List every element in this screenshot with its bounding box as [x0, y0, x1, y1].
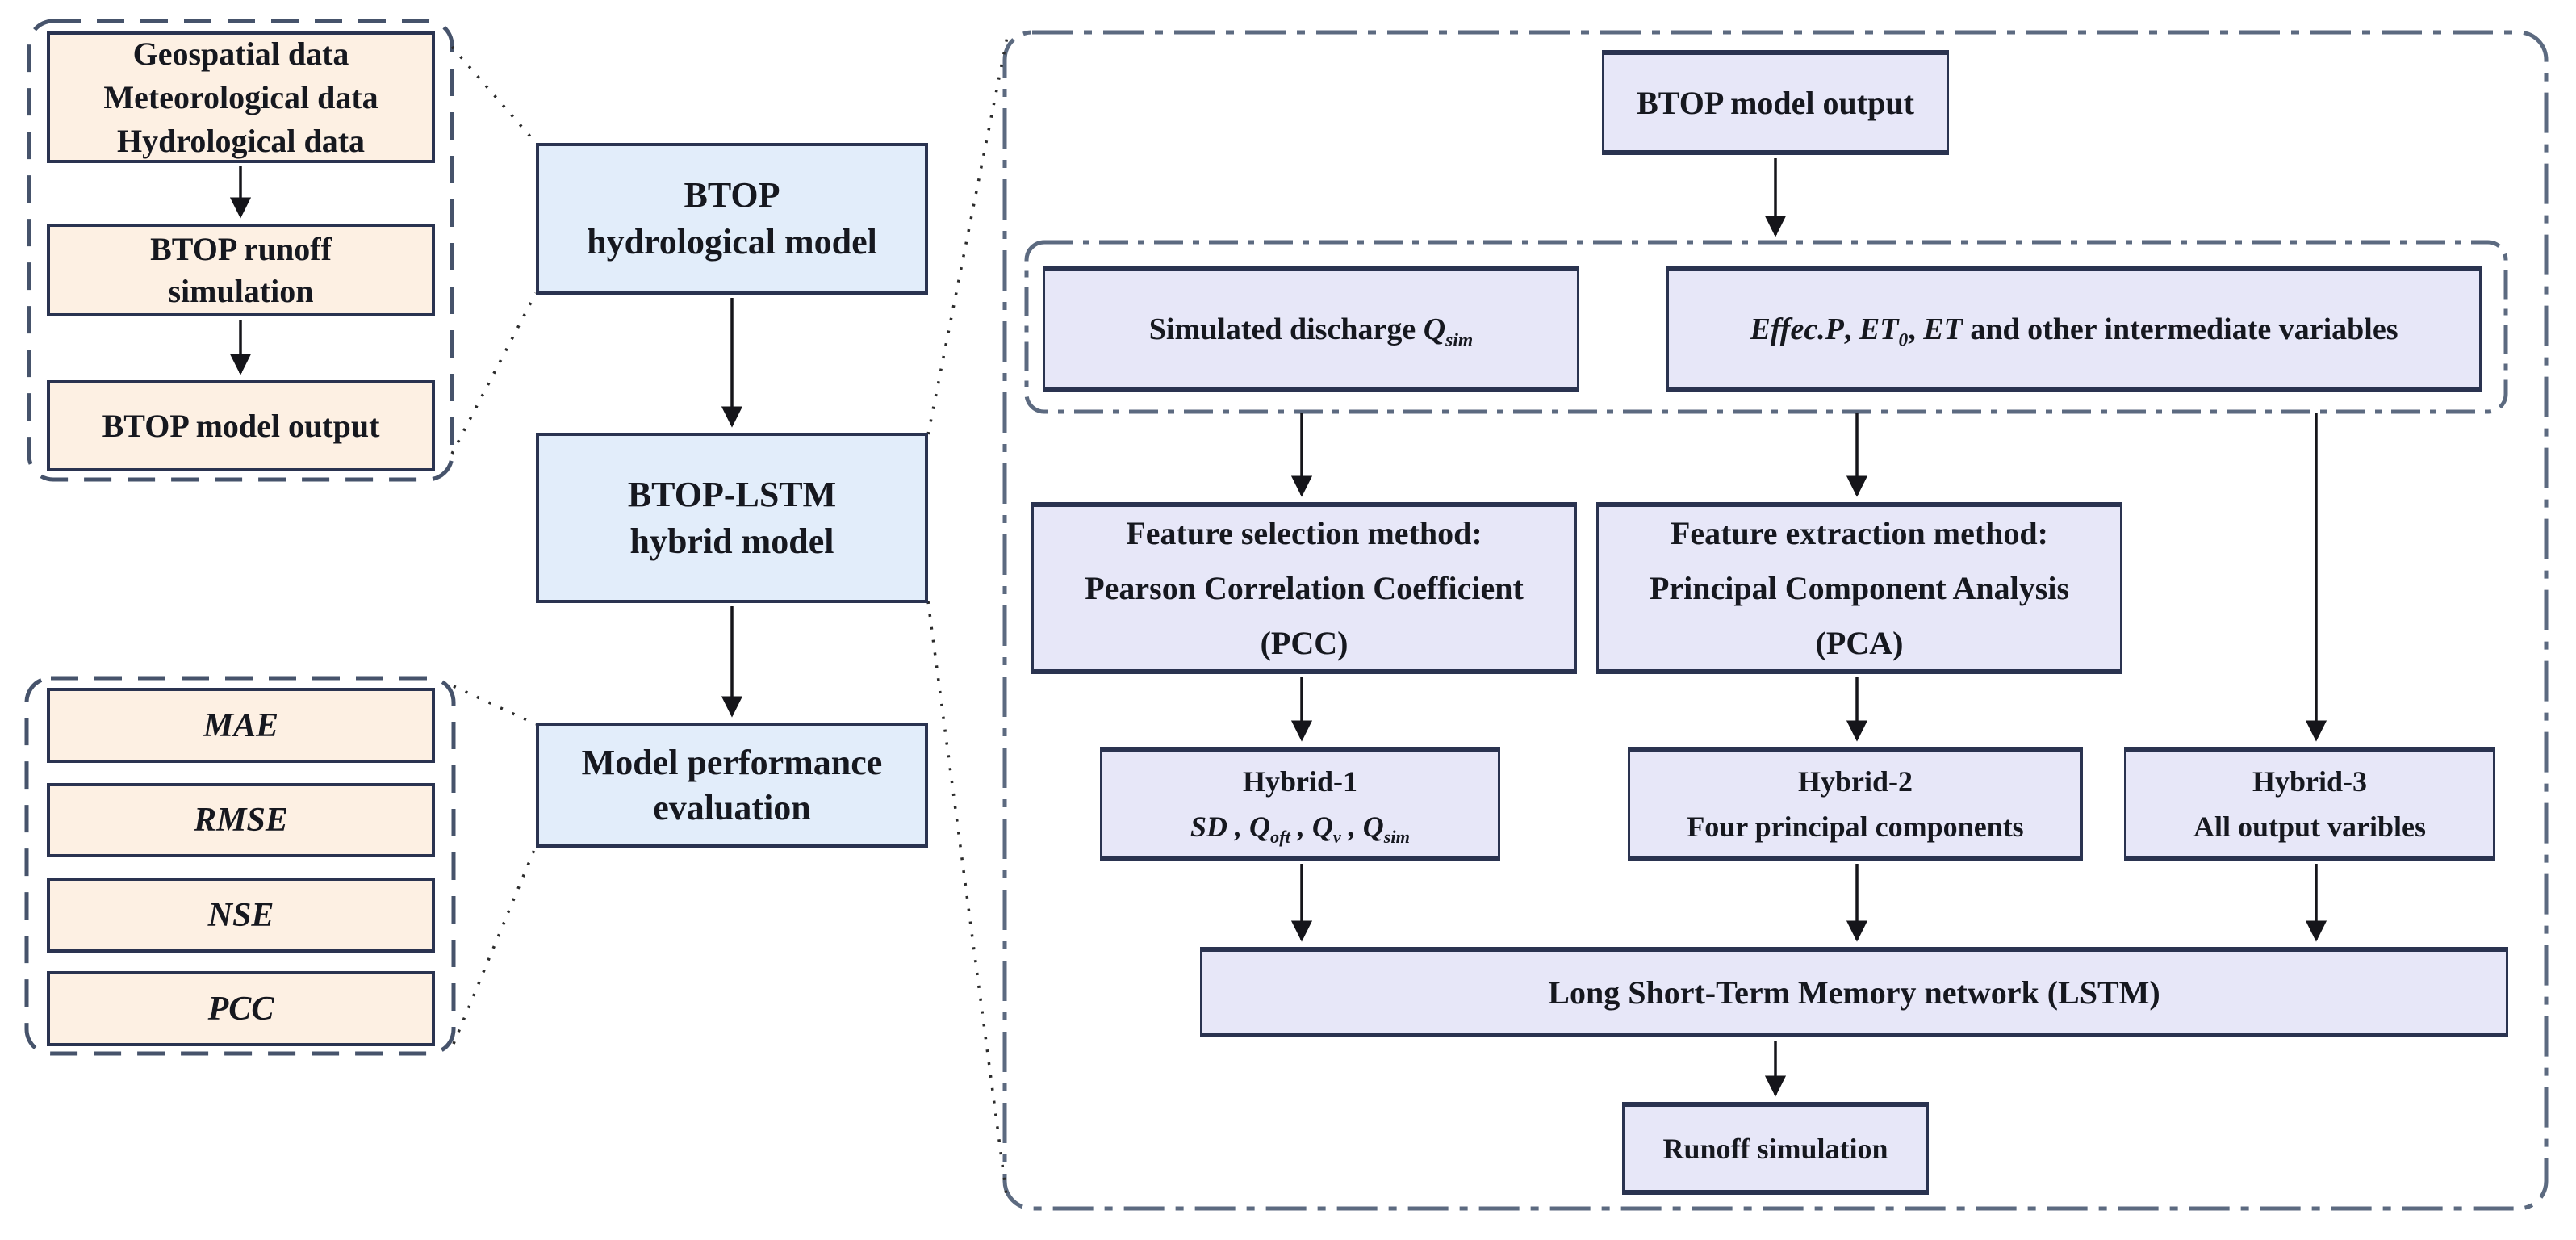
btop-hydrological-model-box: BTOP hydrological model: [536, 143, 928, 295]
runoff-simulation-box: Runoff simulation: [1622, 1102, 1929, 1195]
separator: ,: [1290, 810, 1312, 843]
separator: ,: [1908, 312, 1924, 346]
metric-pcc-label: PCC: [207, 990, 274, 1028]
sd-symbol: SD: [1190, 810, 1228, 843]
dotted-connector-hybridbox-to-rightpanel-bottom: [926, 601, 1009, 1202]
simulated-discharge-text: Simulated discharge: [1148, 312, 1424, 346]
q-sim-symbol: Q: [1423, 312, 1446, 346]
btop-lstm-hybrid-model-box: BTOP-LSTM hybrid model: [536, 433, 928, 603]
btop-outputs-group-border: [1024, 240, 2508, 414]
hybrid-2-box: Hybrid-2 Four principal components: [1628, 747, 2083, 861]
simulated-discharge-box: Simulated discharge Qsim: [1043, 266, 1579, 392]
metric-pcc-box: PCC: [47, 971, 435, 1046]
btop-lstm-line: hybrid model: [629, 521, 834, 561]
btop-runoff-line: BTOP runoff: [150, 230, 332, 267]
metric-mae-box: MAE: [47, 688, 435, 763]
btop-model-output-box-right: BTOP model output: [1602, 50, 1949, 155]
separator: ,: [1843, 312, 1859, 346]
intermediate-variables-label: Effec.P, ET0, ET and other intermediate …: [1750, 312, 2398, 351]
btop-hydro-line: hydrological model: [587, 222, 877, 262]
hybrid-1-variables: SD , Qoft , Qv , Qsim: [1190, 804, 1410, 849]
metric-rmse-box: RMSE: [47, 783, 435, 857]
pca-line: Feature extraction method:: [1670, 514, 2048, 551]
feature-selection-pcc-box: Feature selection method: Pearson Correl…: [1031, 502, 1577, 674]
q-oft-symbol: Q: [1249, 810, 1271, 843]
hybrid-1-title: Hybrid-1: [1242, 765, 1357, 798]
pcc-line: Feature selection method:: [1126, 514, 1482, 551]
dotted-connector-metricspanel-to-evalbox-top: [453, 685, 537, 726]
et0-symbol: ET: [1859, 312, 1899, 346]
input-data-line: Meteorological data: [103, 78, 378, 115]
btop-model-output-label: BTOP model output: [102, 408, 380, 444]
btop-runoff-line: simulation: [168, 272, 314, 309]
pcc-line: (PCC): [1260, 624, 1349, 661]
model-performance-evaluation-box: Model performance evaluation: [536, 723, 928, 848]
btop-lstm-line: BTOP-LSTM: [627, 474, 837, 514]
pca-line: (PCA): [1815, 624, 1904, 661]
btop-runoff-simulation-box: BTOP runoff simulation: [47, 224, 435, 316]
model-perf-line: evaluation: [653, 787, 811, 827]
hybrid-3-subtitle: All output varibles: [2193, 810, 2427, 843]
q-v-symbol: Q: [1311, 810, 1333, 843]
dotted-connector-inputpanel-to-btopbox-bottom: [450, 292, 537, 455]
et-symbol: ET: [1923, 312, 1963, 346]
model-perf-line: Model performance: [581, 742, 883, 782]
hybrid-2-subtitle: Four principal components: [1687, 810, 2024, 843]
q-sim-subscript: sim: [1445, 329, 1474, 351]
lstm-network-box: Long Short-Term Memory network (LSTM): [1200, 947, 2508, 1037]
metric-nse-label: NSE: [207, 896, 274, 934]
metrics-panel-border: [24, 676, 456, 1056]
hybrid-1-box: Hybrid-1 SD , Qoft , Qv , Qsim: [1100, 747, 1500, 861]
feature-extraction-pca-box: Feature extraction method: Principal Com…: [1596, 502, 2122, 674]
lstm-network-label: Long Short-Term Memory network (LSTM): [1548, 974, 2160, 1011]
input-data-box: Geospatial data Meteorological data Hydr…: [47, 31, 435, 163]
metric-rmse-label: RMSE: [194, 802, 288, 839]
input-data-line: Geospatial data: [132, 35, 349, 72]
intermediate-variables-box: Effec.P, ET0, ET and other intermediate …: [1666, 266, 2482, 392]
hybrid-2-title: Hybrid-2: [1797, 765, 1913, 798]
btop-hydro-line: BTOP: [684, 175, 780, 215]
simulated-discharge-label: Simulated discharge Qsim: [1148, 312, 1474, 351]
runoff-simulation-label: Runoff simulation: [1662, 1132, 1888, 1165]
dotted-connector-inputpanel-to-btopbox-top: [450, 45, 537, 145]
btop-model-output-right-label: BTOP model output: [1637, 84, 1914, 121]
dotted-connector-hybridbox-to-rightpanel-top: [926, 36, 1009, 435]
input-data-panel-border: [27, 19, 454, 482]
effec-p-symbol: Effec.P: [1750, 312, 1844, 346]
hybrid-detail-panel-border: [1002, 30, 2549, 1211]
intermediate-variables-text: and other intermediate variables: [1962, 312, 2398, 346]
metric-mae-label: MAE: [203, 706, 279, 744]
q-v-subscript: v: [1332, 826, 1341, 847]
pca-line: Principal Component Analysis: [1649, 569, 2070, 606]
separator: ,: [1340, 810, 1363, 843]
q-oft-subscript: oft: [1270, 826, 1290, 847]
et0-subscript: 0: [1898, 329, 1909, 351]
pcc-line: Pearson Correlation Coefficient: [1085, 569, 1524, 606]
separator: ,: [1227, 810, 1250, 843]
q-sim-subscript-2: sim: [1383, 826, 1410, 847]
input-data-line: Hydrological data: [116, 122, 366, 159]
btop-model-output-box-left: BTOP model output: [47, 380, 435, 471]
dotted-connector-metricspanel-to-evalbox-bottom: [452, 845, 537, 1045]
q-sim-symbol-2: Q: [1362, 810, 1384, 843]
hybrid-3-title: Hybrid-3: [2252, 765, 2367, 798]
hybrid-3-box: Hybrid-3 All output varibles: [2124, 747, 2495, 861]
metric-nse-box: NSE: [47, 878, 435, 953]
